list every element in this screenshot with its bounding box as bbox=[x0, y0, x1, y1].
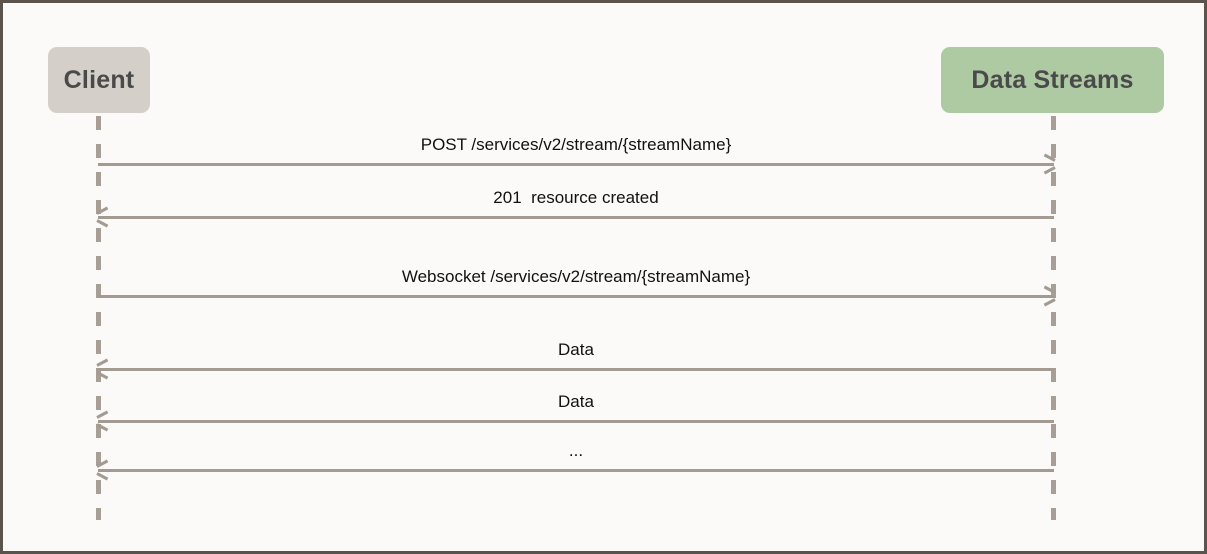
participant-data-streams-label: Data Streams bbox=[971, 65, 1134, 94]
message-line bbox=[98, 163, 1054, 166]
message-label: 201 resource created bbox=[493, 188, 659, 207]
participant-data-streams[interactable]: Data Streams bbox=[941, 47, 1164, 113]
arrow-left-icon bbox=[97, 362, 112, 377]
message-line bbox=[98, 216, 1054, 219]
arrow-left-icon bbox=[97, 463, 112, 478]
message-label: Data bbox=[558, 340, 594, 359]
message-line bbox=[98, 295, 1054, 298]
arrow-right-icon bbox=[1040, 289, 1055, 304]
message-label: POST /services/v2/stream/{streamName} bbox=[420, 135, 732, 154]
arrow-right-icon bbox=[1040, 157, 1055, 172]
lifeline-data-streams bbox=[1051, 116, 1056, 520]
arrow-left-icon bbox=[97, 210, 112, 225]
arrow-left-icon bbox=[97, 414, 112, 429]
message-line bbox=[98, 368, 1054, 371]
message-label: Websocket /services/v2/stream/{streamNam… bbox=[401, 267, 751, 286]
lifeline-client bbox=[96, 116, 101, 520]
message-label: ... bbox=[568, 441, 584, 460]
participant-client-label: Client bbox=[63, 65, 135, 94]
participant-client[interactable]: Client bbox=[48, 47, 150, 113]
message-label: Data bbox=[558, 392, 594, 411]
message-line bbox=[98, 420, 1054, 423]
message-line bbox=[98, 469, 1054, 472]
